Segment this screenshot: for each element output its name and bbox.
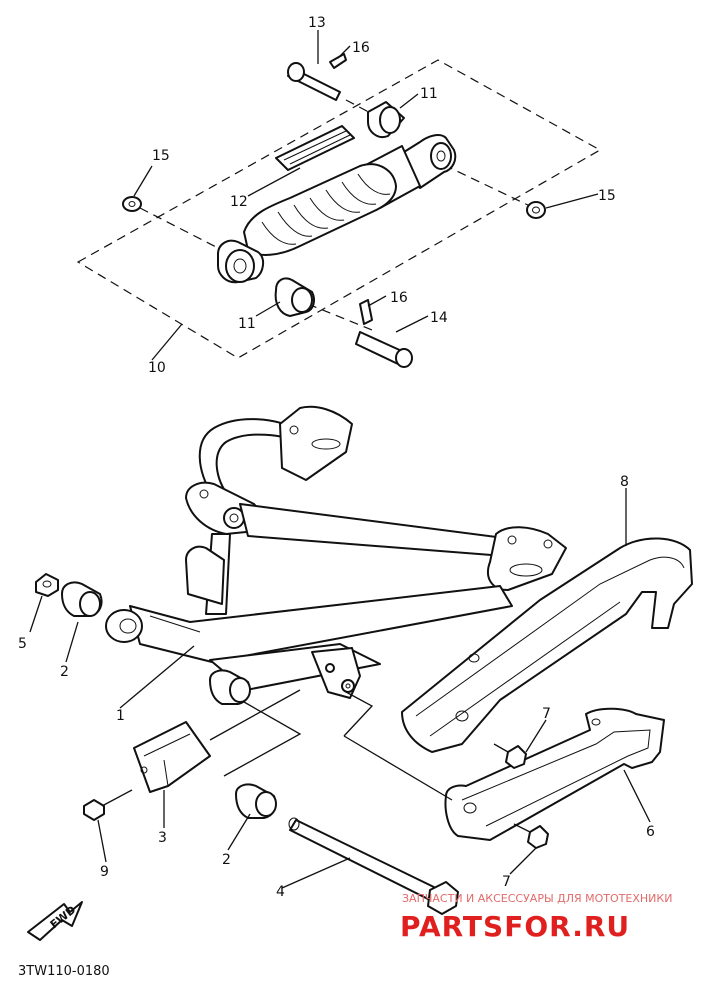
upper-shock-pin bbox=[287, 62, 341, 101]
callout-2-upper: 2 bbox=[60, 664, 69, 680]
callout-11-lower: 11 bbox=[238, 316, 256, 332]
callout-10: 10 bbox=[148, 360, 166, 376]
forward-arrow: FWD bbox=[27, 901, 83, 941]
callout-2-lower: 2 bbox=[222, 852, 231, 868]
assembly-line-lower-pin bbox=[307, 303, 373, 331]
assembly-line-pivot-front bbox=[223, 701, 302, 777]
bolt-small bbox=[83, 789, 133, 821]
watermark-brand: PARTSFOR.RU bbox=[400, 910, 630, 943]
assembly-line-pivot-rear bbox=[343, 691, 374, 737]
rear-shock-absorber bbox=[217, 134, 457, 284]
callout-1: 1 bbox=[116, 708, 125, 724]
callout-5: 5 bbox=[18, 636, 27, 652]
shock-label-plate bbox=[275, 125, 355, 171]
assembly-line-bracket bbox=[209, 689, 301, 741]
washer-left bbox=[122, 196, 142, 212]
bushing-upper bbox=[61, 581, 103, 617]
guard-bracket bbox=[133, 721, 211, 793]
bolt-chain-guard bbox=[513, 823, 549, 849]
shock-absorber-kit-boundary bbox=[76, 59, 602, 359]
callout-3: 3 bbox=[158, 830, 167, 846]
callout-16-upper: 16 bbox=[352, 40, 370, 56]
callout-13: 13 bbox=[308, 15, 326, 31]
callout-7-upper: 7 bbox=[542, 706, 551, 722]
callout-9: 9 bbox=[100, 864, 109, 880]
callout-15-left: 15 bbox=[152, 148, 170, 164]
collar-lower bbox=[274, 277, 315, 317]
cotter-pin-upper bbox=[329, 53, 347, 69]
collar-upper bbox=[367, 101, 405, 138]
callout-12: 12 bbox=[230, 194, 248, 210]
callout-14: 14 bbox=[430, 310, 448, 326]
bushing-arm bbox=[209, 669, 251, 705]
callout-8: 8 bbox=[620, 474, 629, 490]
cotter-pin-lower bbox=[359, 299, 373, 325]
diagram-code: 3TW110-0180 bbox=[18, 964, 110, 979]
chain-case bbox=[401, 537, 693, 753]
assembly-line-lower-washer bbox=[139, 207, 223, 251]
assembly-line-chain-guard bbox=[343, 735, 453, 801]
rear-arm bbox=[105, 405, 567, 699]
callout-11-upper: 11 bbox=[420, 86, 438, 102]
callout-6: 6 bbox=[646, 824, 655, 840]
lower-shock-pin bbox=[355, 331, 413, 368]
assembly-line-upper-collar bbox=[443, 164, 531, 207]
callout-16-lower: 16 bbox=[390, 290, 408, 306]
bolt-chain-case bbox=[493, 743, 527, 769]
watermark-tagline: ЗАПЧАСТИ И АКСЕССУАРЫ ДЛЯ МОТОТЕХНИКИ bbox=[402, 892, 672, 905]
pivot-shaft bbox=[288, 817, 459, 915]
chain-guard bbox=[444, 707, 665, 841]
nut bbox=[35, 573, 59, 597]
callout-15-right: 15 bbox=[598, 188, 616, 204]
callout-7-lower: 7 bbox=[502, 874, 511, 890]
washer-right bbox=[526, 201, 546, 219]
bushing-lower bbox=[235, 783, 277, 819]
callout-4: 4 bbox=[276, 884, 285, 900]
